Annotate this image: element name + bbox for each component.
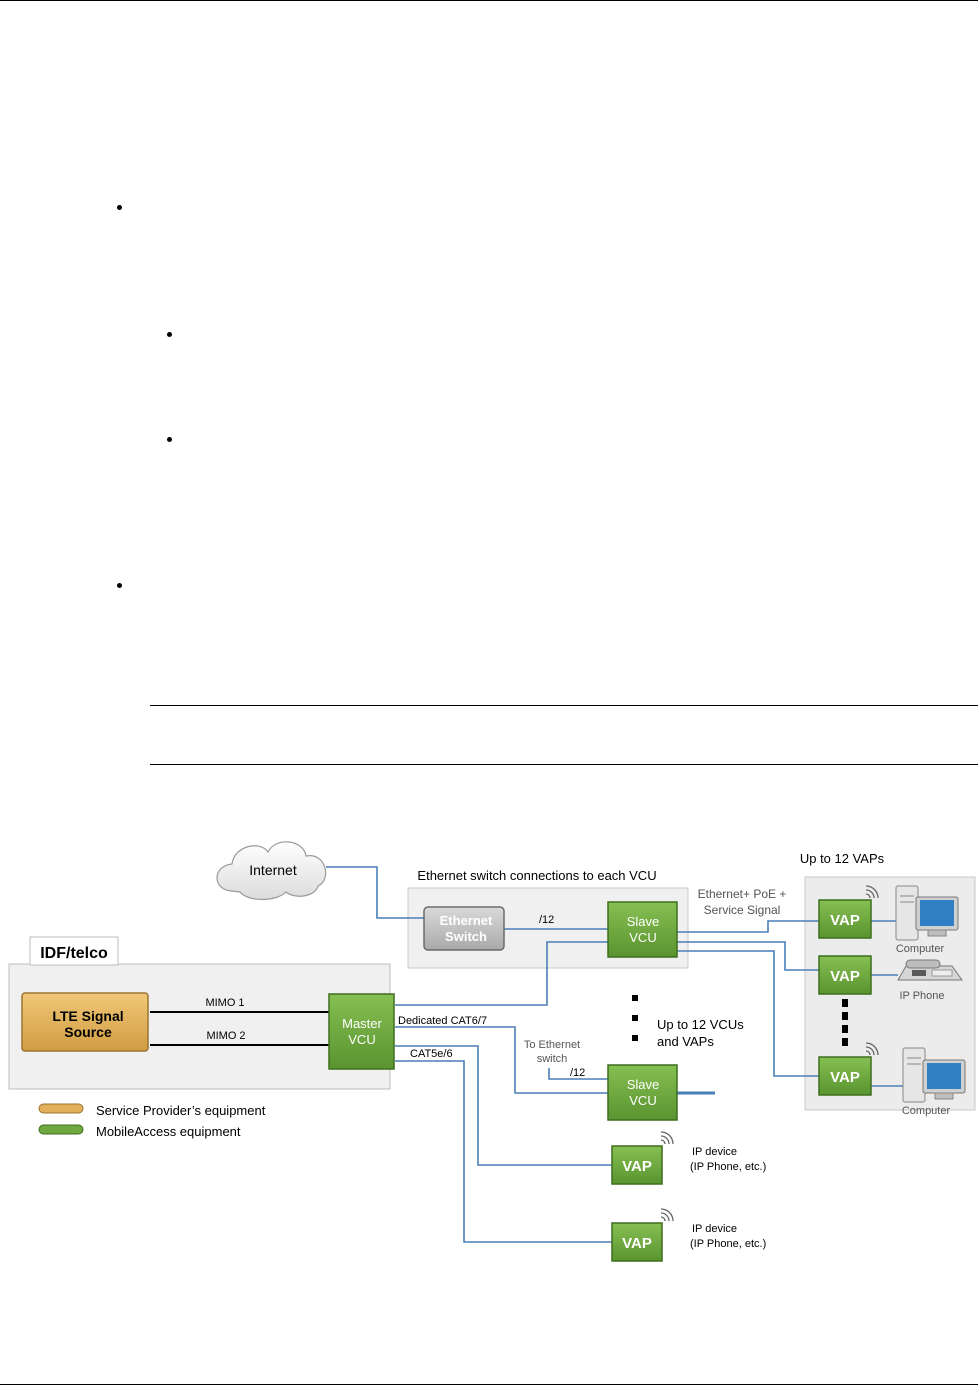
- ip-device-2-line2: (IP Phone, etc.): [690, 1238, 766, 1250]
- computer-label-1: Computer: [896, 943, 945, 955]
- lte-label-line2: Source: [64, 1024, 112, 1040]
- link-12-top-label: /12: [539, 914, 554, 926]
- legend-swatch-mobileaccess: [38, 1124, 84, 1135]
- vaps-group-label: Up to 12 VAPs: [800, 851, 885, 866]
- internet-to-switch-line: [326, 866, 424, 919]
- idf-label: IDF/telco: [40, 945, 108, 962]
- ethernet-group-label: Ethernet switch connections to each VCU: [417, 868, 656, 883]
- bullet-2: [167, 332, 172, 337]
- ethernet-switch: Ethernet Switch: [423, 906, 505, 951]
- wifi-icon: [865, 1042, 879, 1056]
- computer-icon: [895, 885, 959, 941]
- to-ethernet-line2: switch: [537, 1053, 568, 1065]
- internet-cloud-icon: Internet: [216, 841, 327, 901]
- connection-lines: [326, 866, 903, 1243]
- vap-ip-2: VAP: [611, 1208, 674, 1262]
- up-to-12-vcus-line2: and VAPs: [657, 1034, 714, 1049]
- eth-poe-line1: Ethernet+ PoE +: [698, 887, 787, 901]
- vap-1-label: VAP: [830, 912, 860, 929]
- computer-label-2: Computer: [902, 1105, 951, 1117]
- vap-3-label: VAP: [830, 1069, 860, 1086]
- ethernet-switch-line1: Ethernet: [440, 913, 493, 928]
- idf-tab: [29, 936, 119, 966]
- slave-vcu-top: Slave VCU: [607, 901, 678, 958]
- wifi-icon: [660, 1131, 674, 1145]
- ethernet-switch-line2: Switch: [445, 929, 487, 944]
- top-rule: [0, 0, 978, 1]
- master-vcu-line1: Master: [342, 1016, 382, 1031]
- legend: Service Provider’s equipment MobileAcces…: [38, 1103, 266, 1139]
- vap-2-label: VAP: [830, 968, 860, 985]
- vcu-ellipsis: [632, 995, 638, 1041]
- slave-vcu-top-line2: VCU: [629, 930, 656, 945]
- slave-to-vap1-line: [677, 920, 819, 933]
- switch-branch-line: [548, 1068, 608, 1080]
- dedicated-cat-label: Dedicated CAT6/7: [398, 1015, 487, 1027]
- wifi-icon: [865, 885, 879, 899]
- lte-signal-source: LTE Signal Source: [21, 992, 149, 1052]
- internet-label: Internet: [249, 862, 297, 878]
- eth-poe-line2: Service Signal: [704, 903, 781, 917]
- cat5-label: CAT5e/6: [410, 1048, 453, 1060]
- master-to-slave-line: [395, 941, 608, 1006]
- bullet-1: [117, 205, 122, 210]
- bullet-3: [167, 437, 172, 442]
- ip-phone-icon: [897, 959, 963, 981]
- ip-device-2-line1: IP device: [692, 1223, 737, 1235]
- slave-vcu-bottom-line2: VCU: [629, 1093, 656, 1108]
- vap-3: VAP: [818, 1042, 879, 1096]
- note-rule-bottom: [150, 764, 978, 765]
- legend-label-mobileaccess: MobileAccess equipment: [96, 1124, 241, 1139]
- master-to-vap-ip2-line: [395, 1060, 612, 1243]
- ip-device-1-line2: (IP Phone, etc.): [690, 1161, 766, 1173]
- slave-vcu-bottom-line1: Slave: [627, 1077, 660, 1092]
- vap-ip-2-label: VAP: [622, 1235, 652, 1252]
- mimo2-label: MIMO 2: [206, 1030, 245, 1042]
- legend-swatch-provider: [38, 1103, 84, 1114]
- note-rule-top: [150, 705, 978, 706]
- slave-to-vap3-line: [677, 950, 819, 1077]
- vap-ip-1: VAP: [611, 1131, 674, 1185]
- wifi-icon: [660, 1208, 674, 1222]
- slave-vcu-top-line1: Slave: [627, 914, 660, 929]
- link-12-bottom-label: /12: [570, 1067, 585, 1079]
- ip-device-1-line1: IP device: [692, 1146, 737, 1158]
- mimo1-label: MIMO 1: [205, 997, 244, 1009]
- bottom-rule: [0, 1384, 978, 1385]
- master-vcu: Master VCU: [328, 993, 395, 1070]
- lte-label-line1: LTE Signal: [52, 1008, 123, 1024]
- computer-icon: [902, 1047, 966, 1103]
- master-to-vap-ip1-line: [395, 1045, 612, 1166]
- vap-ellipsis: [842, 999, 848, 1046]
- master-to-lower-slave-line: [395, 1026, 608, 1094]
- vap-ip-1-label: VAP: [622, 1158, 652, 1175]
- slave-vcu-bottom: Slave VCU: [607, 1064, 678, 1121]
- ip-phone-label: IP Phone: [899, 990, 944, 1002]
- master-vcu-line2: VCU: [348, 1032, 375, 1047]
- bullet-4: [117, 583, 122, 588]
- up-to-12-vcus-line1: Up to 12 VCUs: [657, 1017, 744, 1032]
- to-ethernet-line1: To Ethernet: [524, 1039, 580, 1051]
- slave-to-vap2-line: [677, 941, 819, 971]
- vap-1: VAP: [818, 885, 879, 939]
- legend-label-provider: Service Provider’s equipment: [96, 1103, 266, 1118]
- vap-2: VAP: [818, 955, 872, 995]
